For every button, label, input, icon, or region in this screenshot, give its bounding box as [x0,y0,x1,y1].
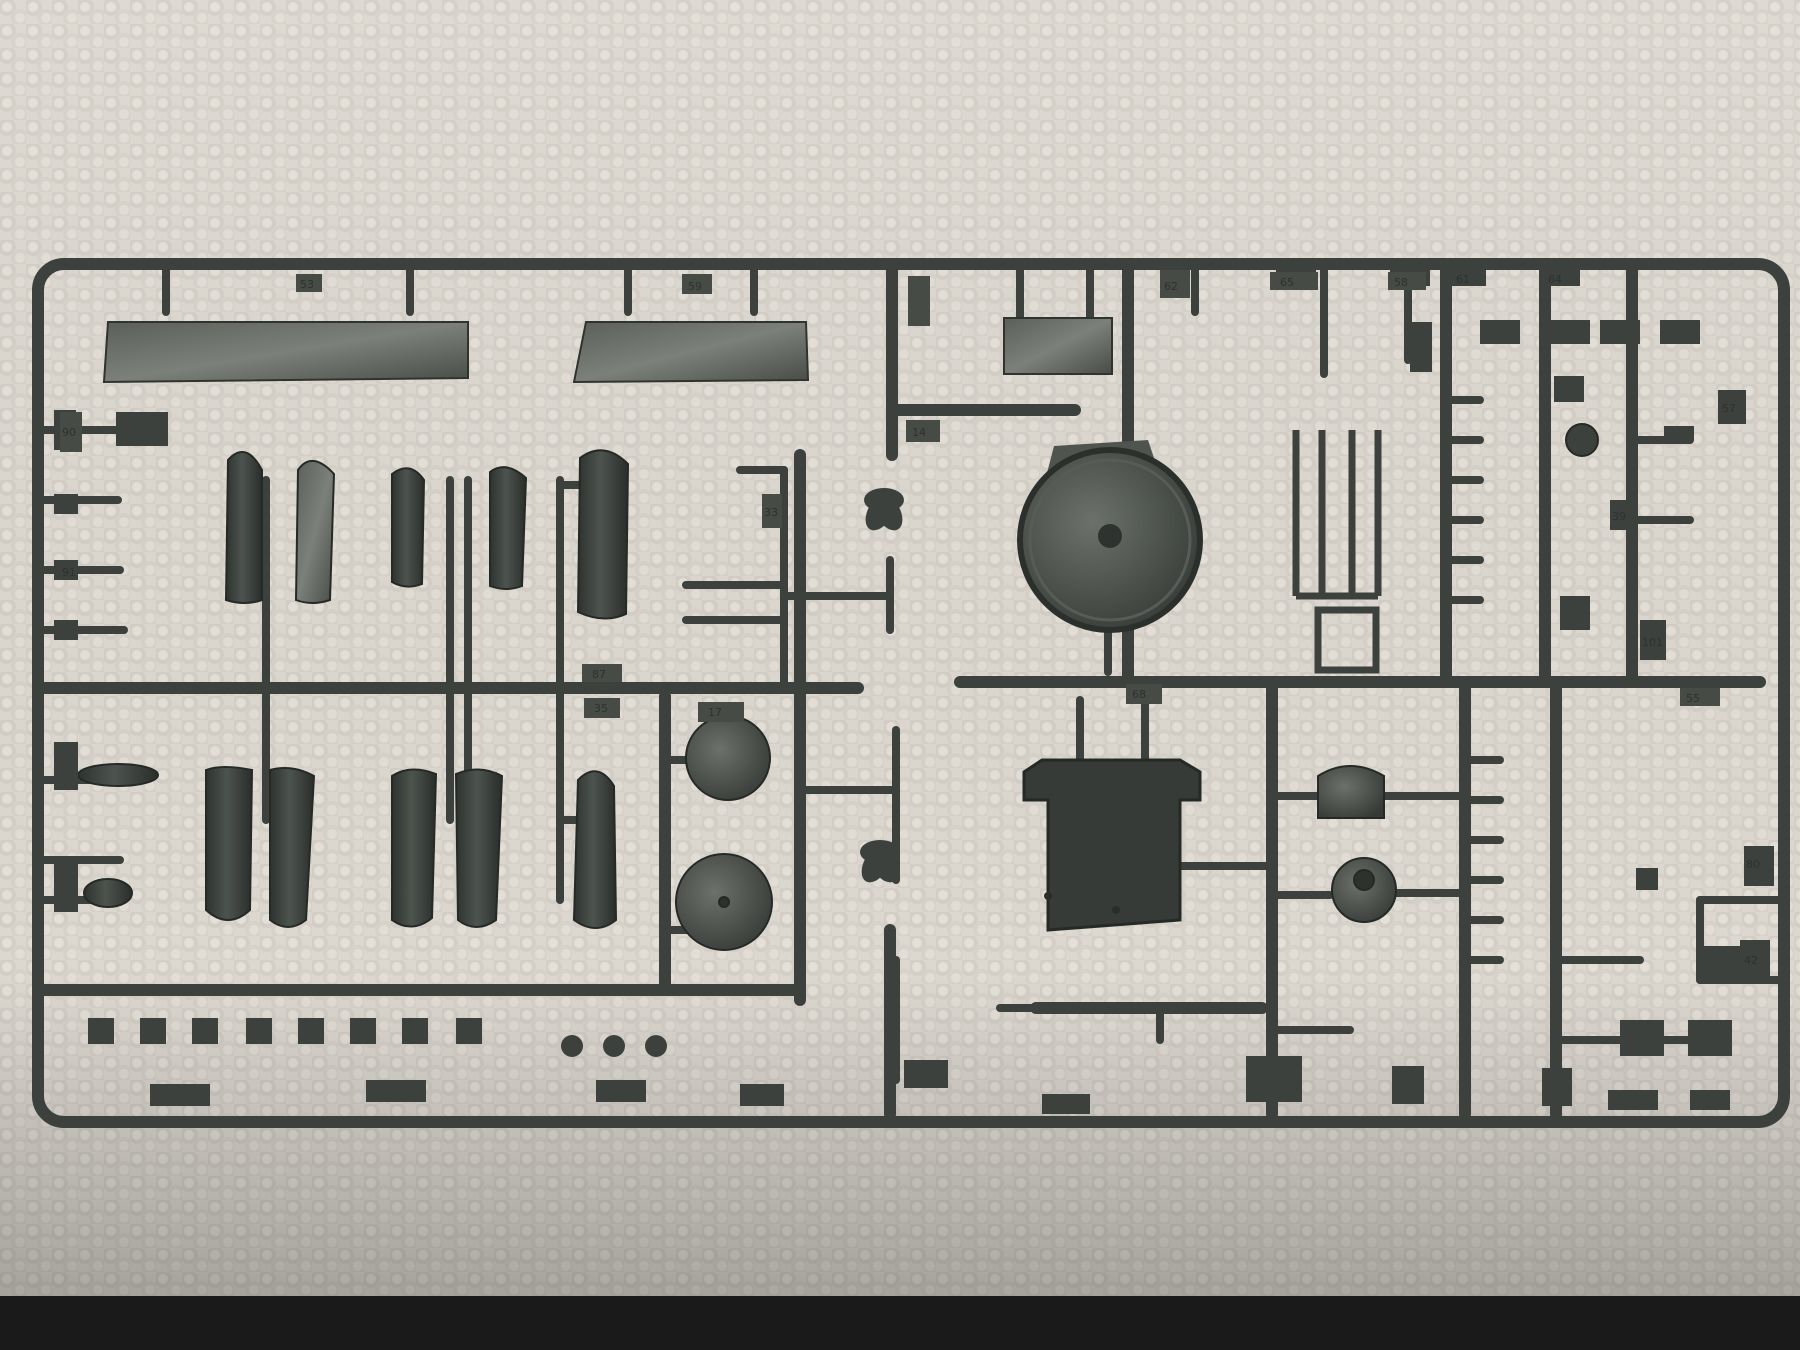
tag-55: 55 [1686,692,1700,705]
tag-90: 90 [62,426,76,439]
tag-58: 58 [1394,276,1408,289]
tag-39: 39 [1612,510,1626,523]
tag-101: 101 [1642,636,1663,649]
tag-17: 17 [708,706,722,719]
tag-65: 65 [1280,276,1294,289]
propellers [860,488,904,883]
boats-upper [224,449,630,620]
boats-lower [77,763,618,929]
tag-57: 57 [1722,402,1736,415]
flat-plate-left [102,321,469,384]
tag-42: 42 [1744,954,1758,967]
flat-plate-middle [572,321,810,384]
tag-68: 68 [1132,688,1146,701]
deck-platform [1022,758,1202,932]
tag-59: 59 [688,280,702,293]
tag-14: 14 [912,426,926,439]
tag-53: 53 [300,278,314,291]
tag-35: 35 [594,702,608,715]
tag-87: 87 [592,668,606,681]
flat-plate-small [1003,317,1113,375]
large-wheel [1017,440,1203,633]
fork-rack [1292,430,1382,674]
bottom-small-parts [88,946,1742,1114]
part-number-tags: 53 59 62 65 58 61 64 90 91 14 33 35 17 8… [60,270,1760,967]
tag-61: 61 [1456,273,1470,286]
tag-64: 64 [1548,273,1562,286]
turret-parts [675,423,1599,951]
tag-33: 33 [764,506,778,519]
tag-91: 91 [62,566,76,579]
dark-floor [0,1296,1800,1350]
tag-62: 62 [1164,280,1178,293]
tag-80: 80 [1746,858,1760,871]
